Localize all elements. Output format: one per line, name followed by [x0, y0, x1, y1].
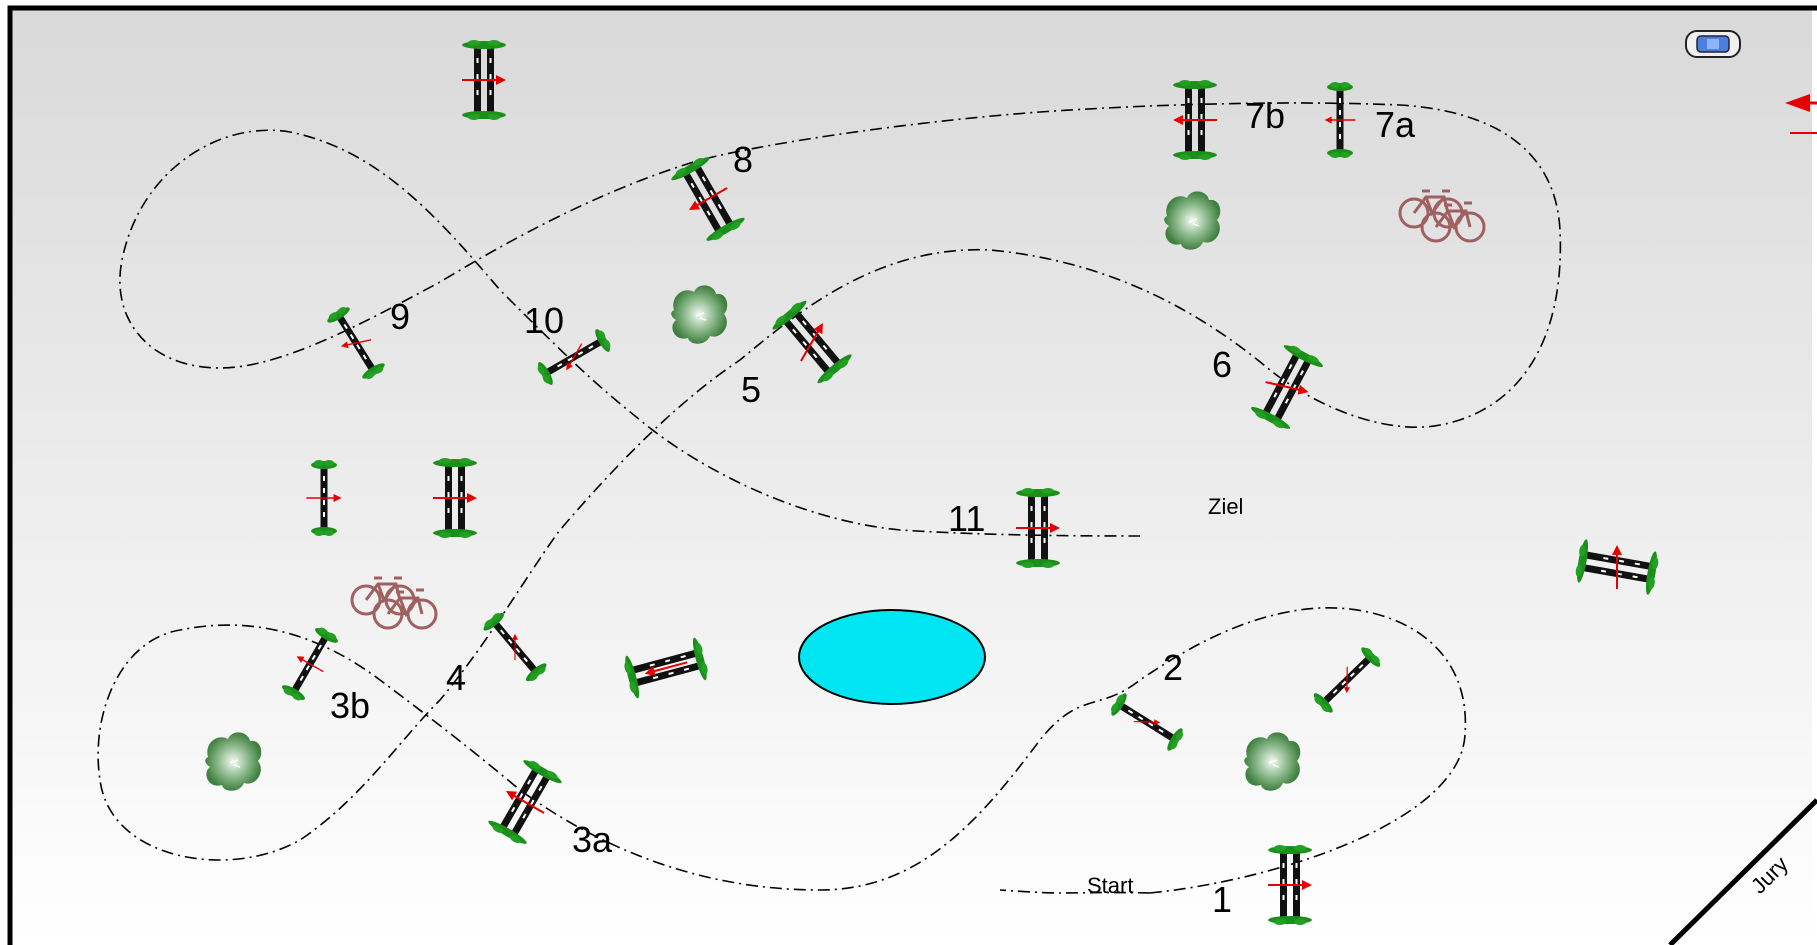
bush-icon [670, 284, 729, 345]
obstacle-label-7b: 7b [1245, 95, 1285, 136]
arena-background [10, 8, 1812, 945]
finish-label: Ziel [1208, 494, 1243, 519]
obstacle-label-7a: 7a [1375, 104, 1416, 145]
obstacle-label-10: 10 [524, 300, 564, 341]
obstacle-label-4: 4 [446, 657, 466, 698]
obstacle-label-11: 11 [948, 498, 985, 539]
arrow-left-icon [1785, 94, 1817, 134]
course-path [97, 102, 1562, 894]
obstacle-label-3a: 3a [572, 819, 613, 860]
obstacle-label-3b: 3b [330, 685, 370, 726]
car-icon [1685, 30, 1741, 58]
obstacle-label-8: 8 [733, 139, 753, 180]
obstacle-label-9: 9 [390, 296, 410, 337]
obstacle-label-2: 2 [1163, 647, 1183, 688]
pond-icon [798, 609, 986, 705]
obstacle-label-1: 1 [1212, 879, 1232, 920]
bush-icon [1243, 731, 1302, 792]
bush-icon [204, 731, 263, 792]
obstacle-label-6: 6 [1212, 344, 1232, 385]
jury-corner-line [1668, 798, 1817, 945]
arena-border [7, 5, 1817, 945]
start-label: Start [1087, 873, 1133, 898]
obstacle-label-5: 5 [741, 369, 761, 410]
bush-icon [1163, 190, 1222, 251]
